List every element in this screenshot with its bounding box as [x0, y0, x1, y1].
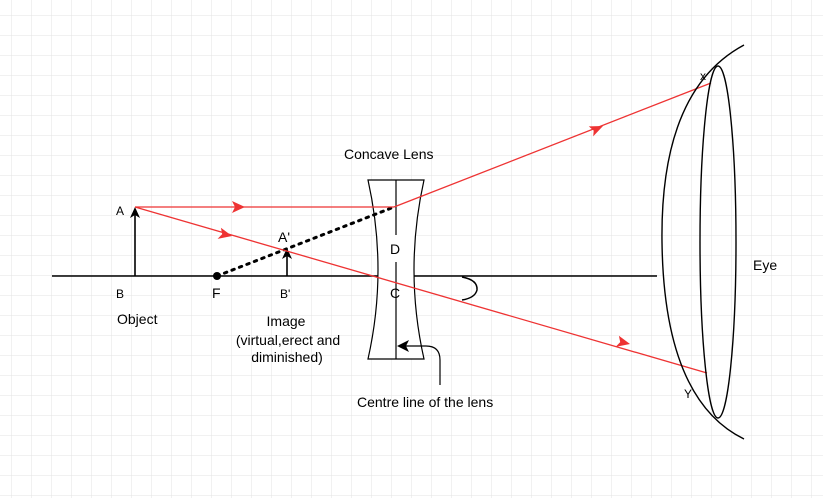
centre-line-callout [404, 345, 441, 385]
refracted-ray-upper-arrowhead [588, 126, 603, 137]
point-x-label: x [700, 69, 706, 83]
eye-label: Eye [753, 257, 777, 273]
image-arrowhead [282, 248, 292, 259]
point-b-label: B [116, 287, 124, 301]
point-c-label: C [390, 285, 400, 301]
virtual-ray-dotted [215, 205, 396, 278]
point-y-label: Y [684, 387, 692, 401]
refracted-ray-upper [393, 82, 712, 208]
point-b-prime-label: B' [280, 287, 290, 301]
centre-line-label: Centre line of the lens [357, 394, 493, 410]
image-label-line3: diminished) [251, 349, 323, 365]
point-a-label: A [116, 204, 124, 218]
focal-point-f [213, 272, 221, 280]
central-ray-arrowhead-1 [217, 227, 232, 239]
angle-arc [461, 276, 478, 301]
centre-line-callout-arrowhead [397, 340, 409, 352]
image-label-line2: (virtual,erect and [236, 332, 340, 348]
image-label-line1: Image [267, 313, 306, 329]
eye-lens [699, 65, 737, 419]
central-ray-arrowhead-2 [615, 335, 630, 347]
point-d-label: D [390, 241, 400, 257]
concave-lens-label: Concave Lens [344, 146, 434, 162]
central-ray [134, 206, 708, 374]
eye-outline [661, 44, 745, 440]
object-arrowhead [130, 207, 140, 218]
object-label: Object [117, 311, 158, 327]
point-a-prime-label: A' [278, 229, 290, 245]
parallel-ray-arrowhead [232, 201, 245, 213]
point-f-label: F [212, 285, 221, 301]
